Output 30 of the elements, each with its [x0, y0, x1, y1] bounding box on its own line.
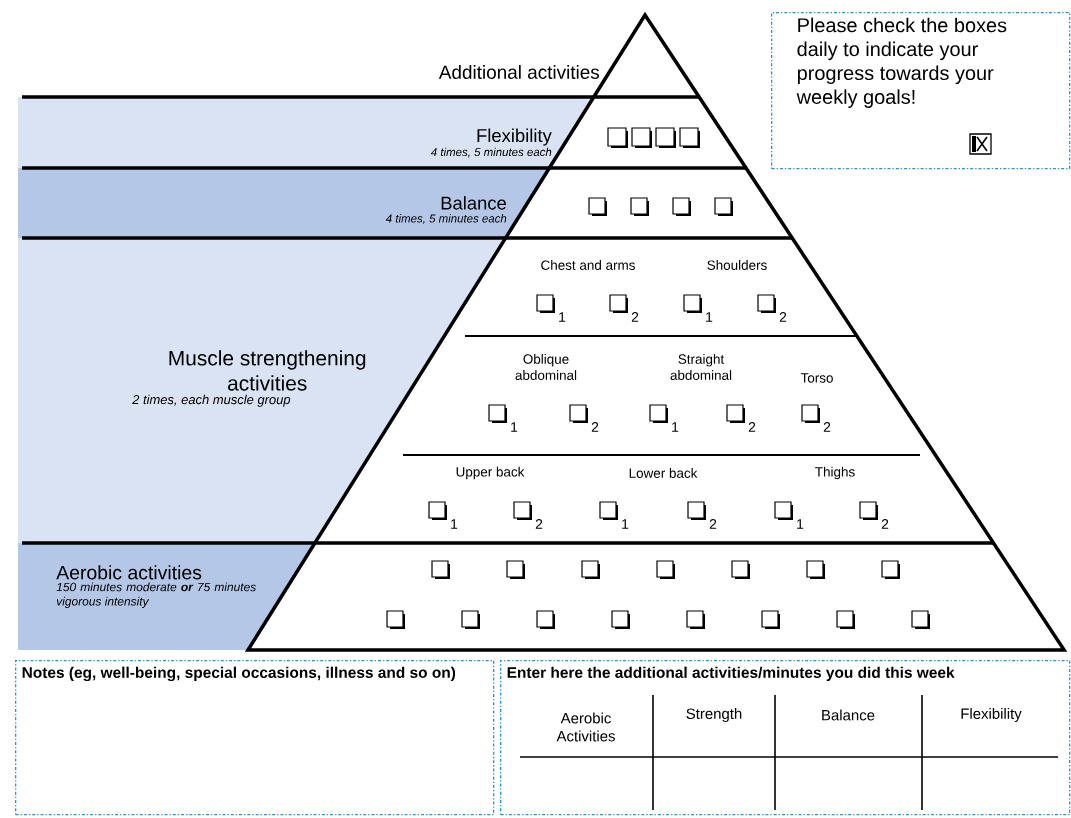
- subscript-number: 1: [622, 519, 629, 529]
- group-label: Shoulders: [707, 260, 767, 270]
- subscript-number: 2: [881, 519, 889, 529]
- group-label: Chest and arms: [541, 260, 635, 270]
- notes-box: Notes (eg, well-being, special occasions, illness and so on): [15, 660, 495, 816]
- table-header: Aerobic Activities: [556, 712, 615, 742]
- table-header: Balance: [822, 709, 875, 721]
- table-header: Strength: [686, 708, 742, 722]
- group-label: Torso: [800, 373, 833, 383]
- subscript-number: 2: [748, 422, 756, 432]
- subscript-number: 2: [591, 422, 599, 432]
- subscript-number: 2: [631, 312, 639, 322]
- subscript-number: 2: [823, 422, 831, 432]
- instruction-box: Please check the boxes daily to indicate your progress towards your weekly goals!: [771, 12, 1071, 170]
- tier-label: Additional activities: [438, 65, 600, 79]
- group-label: Thighs: [815, 466, 855, 480]
- subscript-number: 1: [451, 519, 458, 529]
- group-label: Lower back: [629, 468, 698, 478]
- category-band: Balance 4 times, 5 minutes each: [18, 168, 550, 238]
- subscript-number: 1: [559, 312, 566, 322]
- category-band: Flexibility 4 times, 5 minutes each: [18, 97, 594, 168]
- subscript-number: 2: [535, 519, 543, 529]
- group-label: Straight abdominal: [670, 354, 732, 380]
- subscript-number: 1: [672, 422, 679, 432]
- category-band: Aerobic activities 150 minutes moderate or 75 minutes vigorous intensity: [18, 543, 315, 650]
- subscript-number: 2: [779, 312, 787, 322]
- subscript-number: 1: [797, 519, 804, 529]
- subscript-number: 2: [709, 519, 717, 529]
- table-header: Flexibility: [961, 708, 1022, 722]
- subscript-number: 1: [706, 312, 713, 322]
